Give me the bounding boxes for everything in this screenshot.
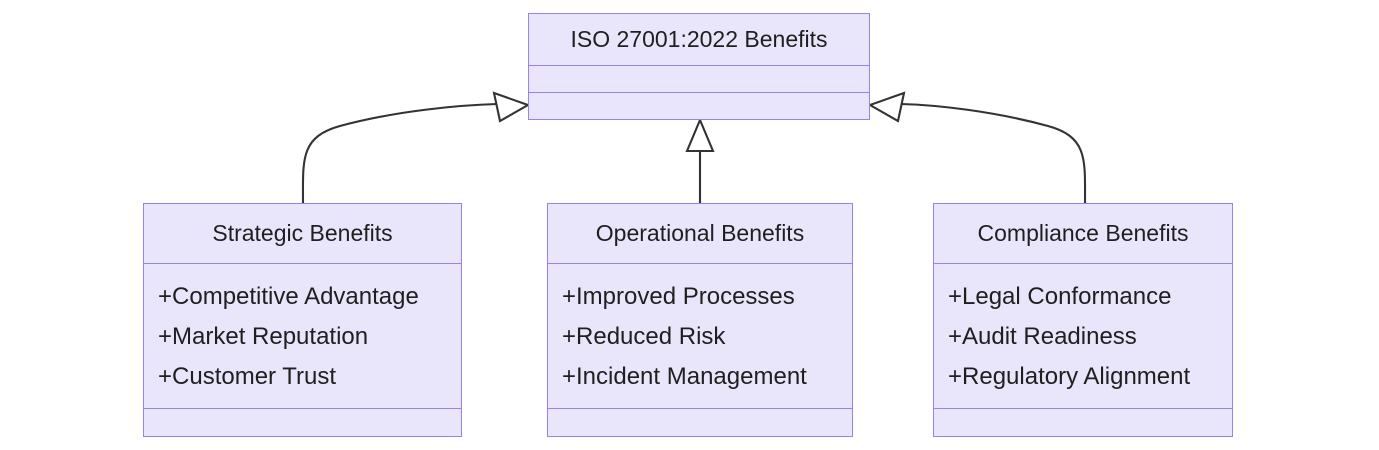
class-node-operational-benefits[interactable]: Operational Benefits +Improved Processes… bbox=[547, 203, 853, 437]
class-name-root: ISO 27001:2022 Benefits bbox=[529, 14, 869, 66]
hollow-triangle-arrowhead bbox=[685, 117, 715, 153]
attribute-item: +Reduced Risk bbox=[562, 323, 726, 350]
class-attributes-root bbox=[529, 66, 869, 93]
class-name-operational: Operational Benefits bbox=[548, 204, 852, 264]
attribute-item: +Audit Readiness bbox=[948, 323, 1137, 350]
attribute-item: +Regulatory Alignment bbox=[948, 363, 1191, 390]
edge-operational-to-root bbox=[685, 117, 715, 205]
class-attributes-compliance: +Legal Conformance +Audit Readiness +Reg… bbox=[934, 264, 1232, 409]
attribute-item: +Competitive Advantage bbox=[158, 283, 419, 310]
class-node-compliance-benefits[interactable]: Compliance Benefits +Legal Conformance +… bbox=[933, 203, 1233, 437]
class-methods-operational bbox=[548, 409, 852, 436]
class-node-iso-27001-benefits[interactable]: ISO 27001:2022 Benefits bbox=[528, 13, 870, 120]
attribute-item: +Incident Management bbox=[562, 363, 807, 390]
attribute-item: +Market Reputation bbox=[158, 323, 369, 350]
attribute-item: +Improved Processes bbox=[562, 283, 795, 310]
class-attributes-strategic: +Competitive Advantage +Market Reputatio… bbox=[144, 264, 461, 409]
class-methods-compliance bbox=[934, 409, 1232, 436]
hollow-triangle-arrowhead bbox=[492, 91, 531, 123]
attribute-item: +Customer Trust bbox=[158, 363, 337, 390]
class-name-compliance: Compliance Benefits bbox=[934, 204, 1232, 264]
class-node-strategic-benefits[interactable]: Strategic Benefits +Competitive Advantag… bbox=[143, 203, 462, 437]
class-methods-strategic bbox=[144, 409, 461, 436]
edge-compliance-to-root bbox=[867, 91, 1087, 205]
hollow-triangle-arrowhead bbox=[867, 91, 906, 123]
edge-strategic-to-root bbox=[301, 91, 531, 205]
class-name-strategic: Strategic Benefits bbox=[144, 204, 461, 264]
class-attributes-operational: +Improved Processes +Reduced Risk +Incid… bbox=[548, 264, 852, 409]
class-methods-root bbox=[529, 93, 869, 119]
attribute-item: +Legal Conformance bbox=[948, 283, 1172, 310]
